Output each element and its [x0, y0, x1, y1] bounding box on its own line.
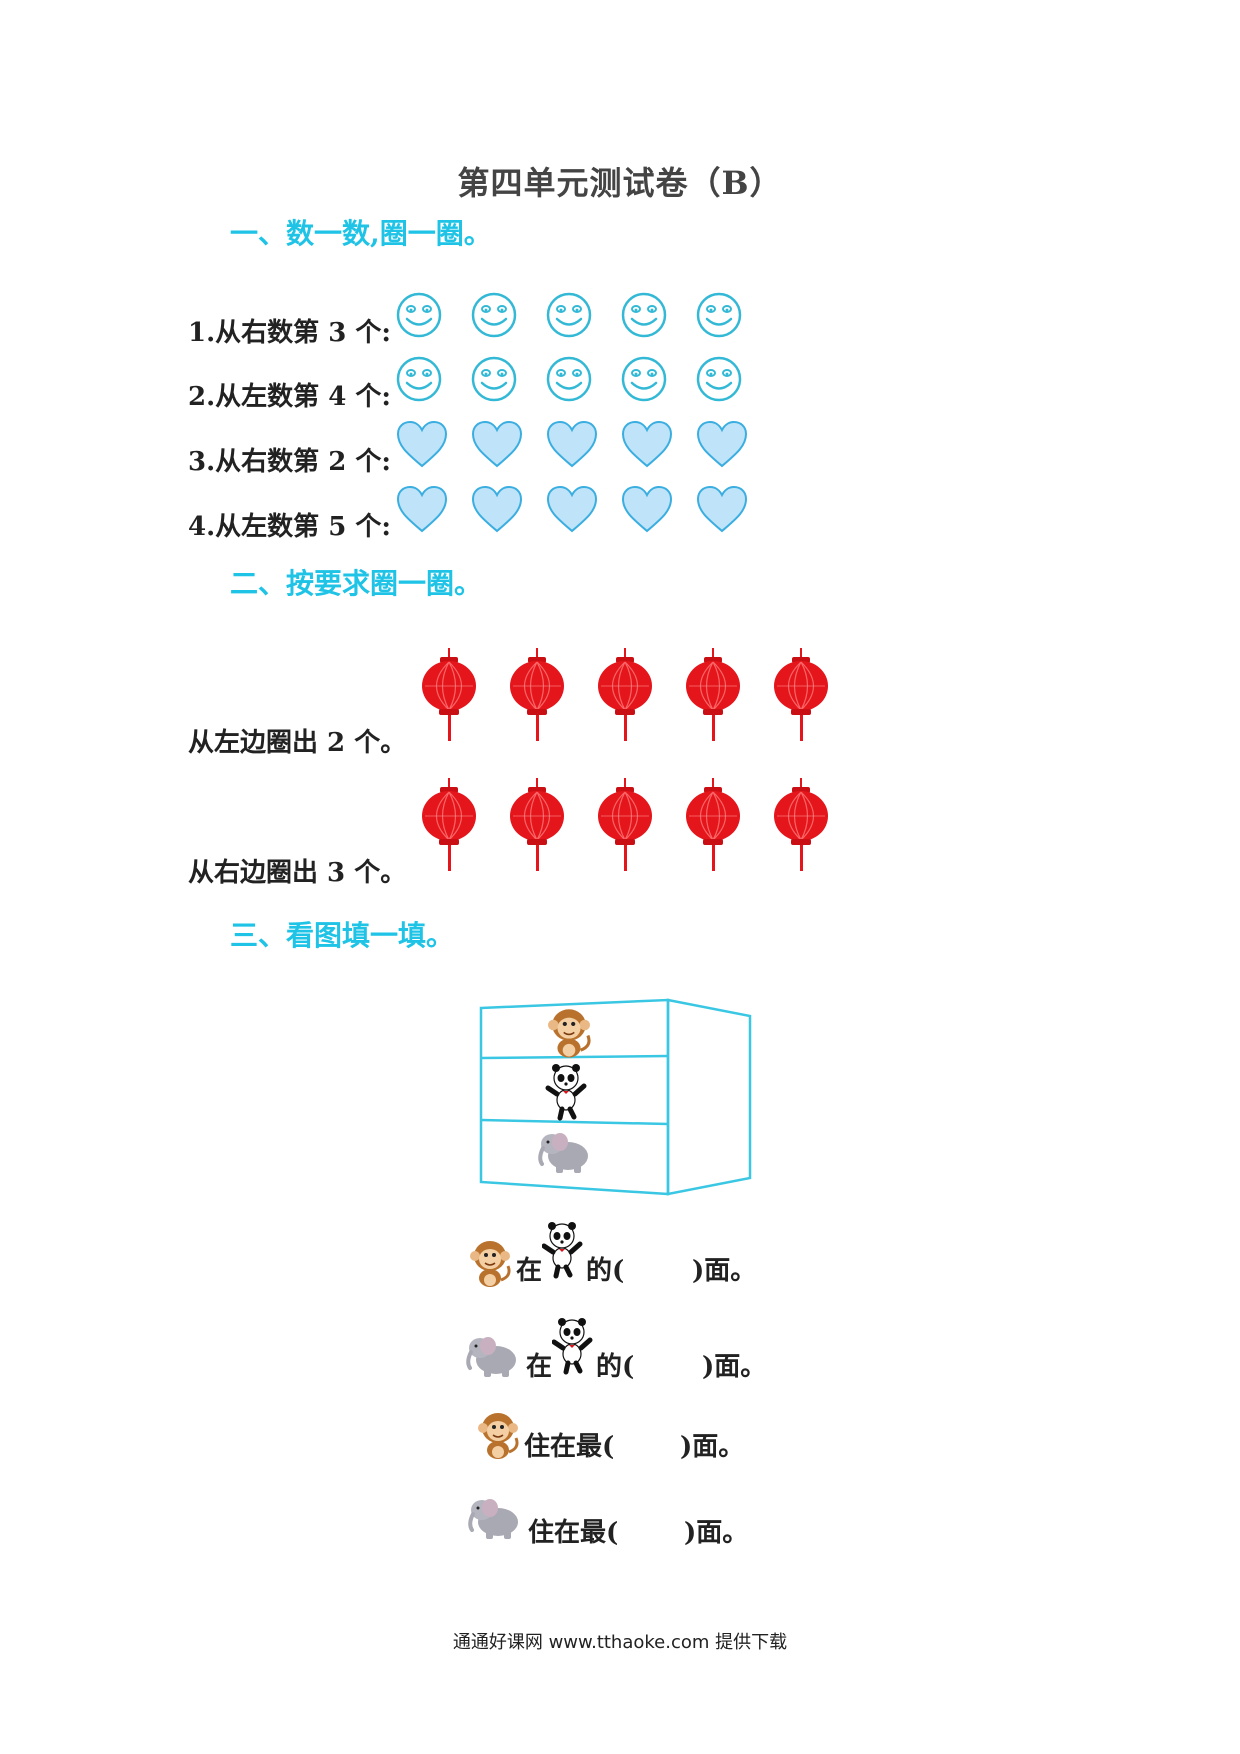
- smiley-face-icon[interactable]: [471, 356, 517, 402]
- smiley-face-icon[interactable]: [696, 356, 742, 402]
- sentence-1: 在 的( )面。: [470, 1222, 790, 1292]
- smiley-face-icon[interactable]: [621, 356, 667, 402]
- question-4-icons: [396, 485, 748, 533]
- panda-icon: [542, 1222, 584, 1280]
- panda-icon: [548, 1064, 584, 1118]
- question-3-label: 3.从右数第 2 个:: [188, 447, 391, 477]
- smiley-face-icon[interactable]: [696, 292, 742, 338]
- sentence-text: 的(: [586, 1256, 625, 1286]
- question-1-icons: [396, 292, 742, 338]
- sentence-text: )面。: [692, 1256, 757, 1286]
- sentence-text: 在: [526, 1352, 553, 1382]
- section-1-heading: 一、数一数,圈一圈。: [230, 217, 492, 250]
- lantern-question-1-label: 从左边圈出 2 个。: [188, 728, 407, 758]
- red-lantern-icon[interactable]: [422, 778, 476, 872]
- monkey-icon: [546, 1007, 592, 1060]
- panda-icon: [552, 1318, 594, 1376]
- question-2-icons: [396, 356, 742, 402]
- smiley-face-icon[interactable]: [396, 292, 442, 338]
- smiley-face-icon[interactable]: [546, 356, 592, 402]
- heart-icon[interactable]: [621, 420, 673, 468]
- question-2-label: 2.从左数第 4 个:: [188, 382, 391, 412]
- heart-icon[interactable]: [396, 485, 448, 533]
- red-lantern-icon[interactable]: [510, 778, 564, 872]
- question-4-label: 4.从左数第 5 个:: [188, 512, 391, 542]
- sentence-text: )面。: [684, 1518, 749, 1548]
- answer-blank[interactable]: [622, 1512, 684, 1544]
- page-footer: 通通好课网 www.tthaoke.com 提供下载: [452, 1632, 788, 1653]
- section-3-heading: 三、看图填一填。: [230, 919, 455, 952]
- heart-icon[interactable]: [696, 420, 748, 468]
- sentence-text: )面。: [680, 1432, 745, 1462]
- heart-icon[interactable]: [696, 485, 748, 533]
- smiley-face-icon[interactable]: [546, 292, 592, 338]
- sentence-4: 住在最( )面。: [468, 1490, 788, 1550]
- question-3-icons: [396, 420, 748, 468]
- sentence-text: 的(: [596, 1352, 635, 1382]
- lantern-row-1: [422, 648, 828, 742]
- red-lantern-icon[interactable]: [686, 648, 740, 742]
- smiley-face-icon[interactable]: [471, 292, 517, 338]
- sentence-text: 在: [516, 1256, 543, 1286]
- elephant-icon: [468, 1497, 520, 1541]
- red-lantern-icon[interactable]: [422, 648, 476, 742]
- sentence-text: 住在最(: [524, 1432, 615, 1462]
- red-lantern-icon[interactable]: [510, 648, 564, 742]
- monkey-icon: [470, 1239, 512, 1289]
- red-lantern-icon[interactable]: [598, 778, 652, 872]
- answer-blank[interactable]: [618, 1426, 680, 1458]
- elephant-icon: [466, 1335, 518, 1379]
- bookshelf-figure: [479, 998, 752, 1196]
- monkey-icon: [478, 1411, 520, 1461]
- heart-icon[interactable]: [621, 485, 673, 533]
- answer-blank[interactable]: [630, 1250, 692, 1282]
- heart-icon[interactable]: [471, 420, 523, 468]
- heart-icon[interactable]: [471, 485, 523, 533]
- smiley-face-icon[interactable]: [396, 356, 442, 402]
- page-title: 第四单元测试卷（B）: [457, 164, 783, 202]
- red-lantern-icon[interactable]: [686, 778, 740, 872]
- answer-blank[interactable]: [640, 1346, 702, 1378]
- heart-icon[interactable]: [396, 420, 448, 468]
- red-lantern-icon[interactable]: [774, 778, 828, 872]
- question-1-label: 1.从右数第 3 个:: [188, 318, 391, 348]
- sentence-3: 住在最( )面。: [478, 1406, 778, 1466]
- elephant-icon: [538, 1131, 590, 1175]
- sentence-text: )面。: [702, 1352, 767, 1382]
- sentence-text: 住在最(: [528, 1518, 619, 1548]
- sentence-2: 在 的( )面。: [466, 1318, 796, 1388]
- section-2-heading: 二、按要求圈一圈。: [230, 567, 483, 600]
- red-lantern-icon[interactable]: [774, 648, 828, 742]
- lantern-question-2-label: 从右边圈出 3 个。: [188, 858, 407, 888]
- heart-icon[interactable]: [546, 420, 598, 468]
- lantern-row-2: [422, 778, 828, 872]
- smiley-face-icon[interactable]: [621, 292, 667, 338]
- red-lantern-icon[interactable]: [598, 648, 652, 742]
- heart-icon[interactable]: [546, 485, 598, 533]
